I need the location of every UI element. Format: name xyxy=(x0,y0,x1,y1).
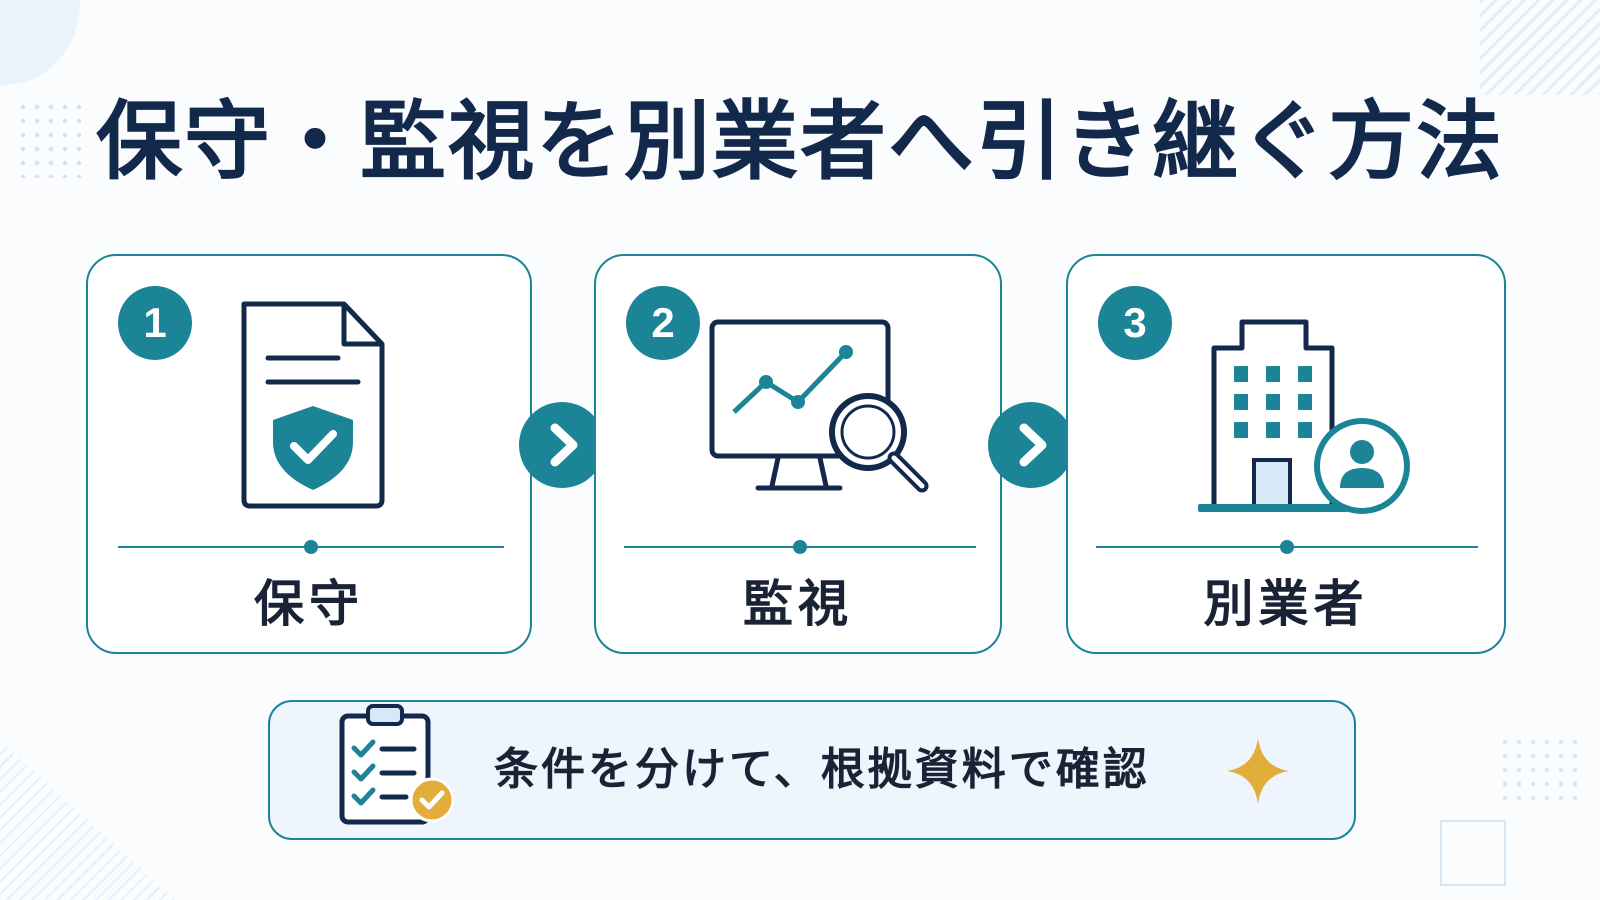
divider-dot xyxy=(1280,540,1294,554)
decorative-dots xyxy=(16,100,86,178)
summary-text: 条件を分けて、根拠資料で確認 xyxy=(494,744,1150,795)
decorative-stripes xyxy=(0,740,175,900)
step-number-badge: 1 xyxy=(118,286,192,360)
step-card-monitoring: 2 監視 xyxy=(594,254,1002,654)
step-label: 別業者 xyxy=(1203,575,1369,633)
page-title: 保守・監視を別業者へ引き継ぐ方法 xyxy=(96,92,1504,192)
monitor-chart-search-icon xyxy=(709,319,929,493)
next-arrow-icon xyxy=(988,402,1074,488)
step-label: 監視 xyxy=(743,575,853,633)
decorative-square xyxy=(1440,820,1506,886)
document-shield-icon xyxy=(241,301,385,509)
building-user-icon xyxy=(1198,319,1410,514)
summary-note: 条件を分けて、根拠資料で確認 xyxy=(268,700,1356,840)
step-label: 保守 xyxy=(254,575,364,633)
step-card-maintenance: 1 保守 xyxy=(86,254,532,654)
decorative-stripes xyxy=(1480,0,1600,95)
sparkle-icon xyxy=(1227,738,1289,804)
decorative-dots xyxy=(1498,735,1582,805)
divider-dot xyxy=(793,540,807,554)
step-number-badge: 3 xyxy=(1098,286,1172,360)
step-card-other-vendor: 3 別業者 xyxy=(1066,254,1506,654)
checklist-clipboard-icon xyxy=(339,704,455,825)
decorative-circle xyxy=(0,0,80,85)
divider-dot xyxy=(304,540,318,554)
next-arrow-icon xyxy=(519,402,605,488)
step-number-badge: 2 xyxy=(626,286,700,360)
